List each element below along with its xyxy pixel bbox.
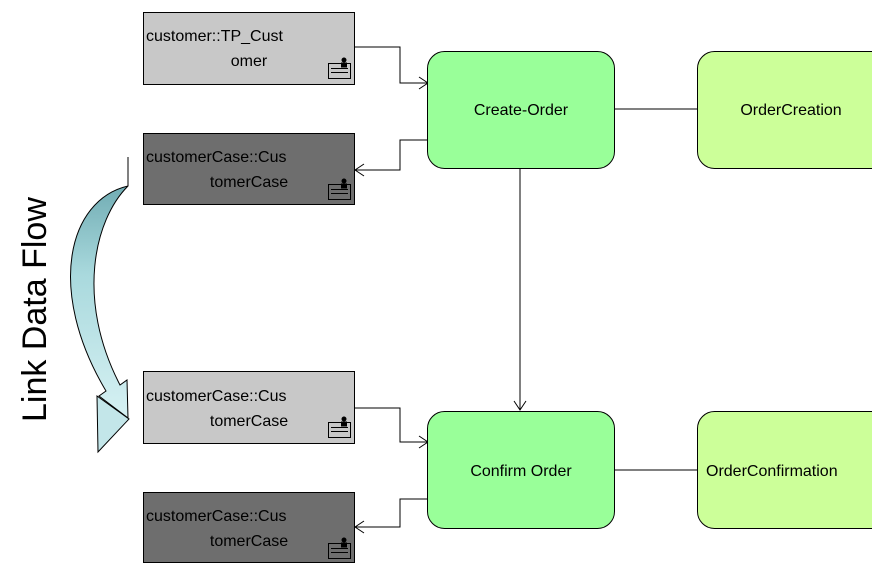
data-object-label-line2: omer xyxy=(231,53,268,70)
function-box xyxy=(697,411,872,529)
data-object-label-line1: customer::TP_Cust xyxy=(146,28,283,45)
process-confirm-order[interactable]: Confirm Order xyxy=(427,411,615,529)
process-label: Confirm Order xyxy=(470,463,572,480)
data-object-box xyxy=(143,492,355,563)
person-document-icon xyxy=(328,537,351,559)
function-order-creation[interactable]: OrderCreation xyxy=(697,51,872,169)
data-object-customer-case-output[interactable]: customerCase::Cus tomerCase xyxy=(143,133,355,205)
link-data-flow-arrow xyxy=(70,157,129,420)
data-object-label-line1: customerCase::Cus xyxy=(146,388,287,405)
data-object-label-line2: tomerCase xyxy=(210,533,288,550)
connector-input-confirm-order xyxy=(355,407,427,443)
data-object-label-line1: customerCase::Cus xyxy=(146,149,287,166)
process-create-order[interactable]: Create-Order xyxy=(427,51,615,169)
person-document-icon xyxy=(328,416,351,438)
data-object-customer[interactable]: customer::TP_Cust omer xyxy=(143,12,355,85)
data-object-label-line2: tomerCase xyxy=(210,413,288,430)
data-object-box xyxy=(143,371,355,444)
data-object-label-line1: customerCase::Cus xyxy=(146,508,287,525)
data-object-box xyxy=(143,12,355,85)
data-object-customer-case-confirm-output[interactable]: customerCase::Cus tomerCase xyxy=(143,492,355,563)
connector-input-create-order xyxy=(355,46,427,84)
process-label: Create-Order xyxy=(474,102,569,119)
side-label-link-data-flow: Link Data Flow xyxy=(16,197,54,422)
function-box xyxy=(697,51,872,169)
connector-confirm-order-output xyxy=(355,498,427,528)
arrowhead xyxy=(513,400,527,411)
process-box xyxy=(427,51,615,169)
data-object-label-line2: tomerCase xyxy=(210,174,288,191)
data-object-customer-case-input[interactable]: customerCase::Cus tomerCase xyxy=(143,371,355,444)
arrowhead xyxy=(354,520,365,534)
process-box xyxy=(427,411,615,529)
function-label: OrderCreation xyxy=(740,102,841,119)
person-document-icon xyxy=(328,57,351,79)
link-data-flow-arrow-tip xyxy=(96,395,130,454)
data-object-box xyxy=(143,133,355,205)
function-order-confirmation[interactable]: OrderConfirmation xyxy=(697,411,872,529)
connector-create-order-output xyxy=(355,139,427,171)
function-label: OrderConfirmation xyxy=(706,463,838,480)
person-document-icon xyxy=(328,178,351,200)
arrowhead xyxy=(354,163,365,177)
